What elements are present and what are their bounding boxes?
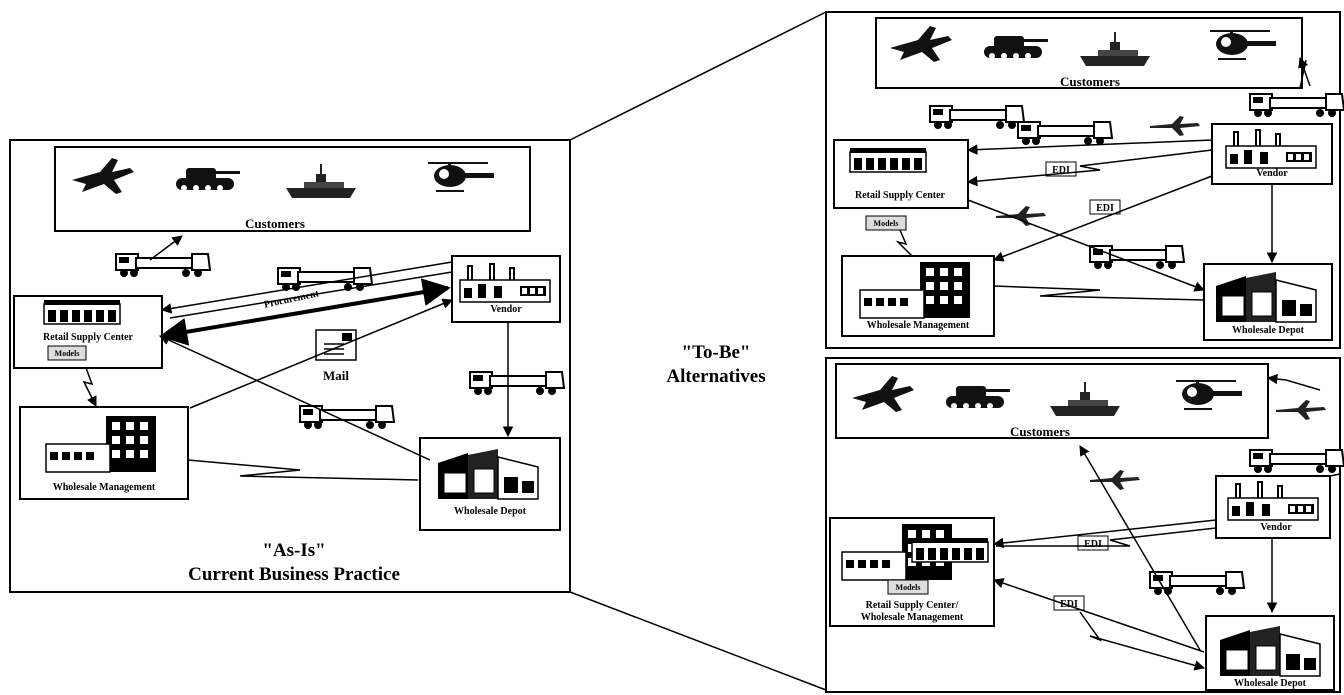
wholesale-depot-label: Wholesale Depot [454,506,527,517]
alt2-vendor: Vendor [1215,475,1331,539]
to-be-alternative-1: Customers Retail Supply Center Vendor Mo… [825,11,1344,349]
alt2-customers-label: Customers [1010,424,1070,439]
as-is-subtitle: Current Business Practice [188,564,400,585]
alt1-models-label: Models [874,219,899,228]
as-is-panel: Customers Retail Supply Center Models Ve… [9,139,571,593]
mail-letter-icon [315,329,357,361]
alt2-wholesale-depot: Wholesale Depot [1205,615,1335,691]
to-be-alternative-2: Customers Vendor Models Retail Supply Ce… [825,357,1344,693]
wholesale-management: Wholesale Management [19,406,189,500]
to-be-subtitle: Alternatives [666,366,765,387]
models-label: Models [55,349,80,358]
mail-label: Mail [323,368,349,383]
alt1-wholesale-depot-label: Wholesale Depot [1232,325,1305,336]
alt1-wholesale-depot: Wholesale Depot [1203,263,1333,341]
alt1-wholesale-mgmt-label: Wholesale Management [867,320,970,331]
to-be-title: "To-Be" [682,342,751,363]
vendor: Vendor [451,255,561,323]
store-icon [43,299,121,325]
alt1-vendor-label: Vendor [1256,168,1288,179]
retail-label: Retail Supply Center [43,332,134,343]
retail-supply-center: Retail Supply Center Models [13,295,163,369]
alt1-wholesale-management: Wholesale Management [841,255,995,337]
customers-label: Customers [245,216,305,231]
alt1-retail-label: Retail Supply Center [855,190,946,201]
store-icon [849,147,927,173]
alt1-vendor: Vendor [1211,123,1333,185]
alt2-connections [992,373,1341,671]
alt2-customers-box: Customers [835,363,1269,439]
wholesale-mgmt-label: Wholesale Management [53,482,156,493]
as-is-title: "As-Is" [262,540,325,561]
alt2-combined-label-2: Wholesale Management [861,612,964,623]
alt2-edi-label-2: EDI [1060,599,1078,610]
alt2-retail-wholesale-center: Models Retail Supply Center/ Wholesale M… [829,517,995,627]
store-icon [911,537,989,563]
as-is-connections [82,235,514,481]
customers-box: Customers [54,146,531,232]
alt2-combined-label-1: Retail Supply Center/ [866,600,959,611]
alt2-models-label: Models [896,583,921,592]
alt2-edi-label-1: EDI [1084,539,1102,550]
wholesale-depot: Wholesale Depot [419,437,561,531]
alt1-customers-box: Customers [875,17,1303,89]
alt2-wholesale-depot-label: Wholesale Depot [1234,678,1307,689]
alt1-retail-supply-center: Retail Supply Center [833,139,969,209]
alt2-vendor-label: Vendor [1260,522,1292,533]
alt1-edi-label-2: EDI [1096,203,1114,214]
alt1-connections [895,57,1311,301]
vendor-label: Vendor [490,304,522,315]
alt1-customers-label: Customers [1060,74,1120,89]
perspective-lines [569,11,827,691]
alt1-edi-label-1: EDI [1052,165,1070,176]
